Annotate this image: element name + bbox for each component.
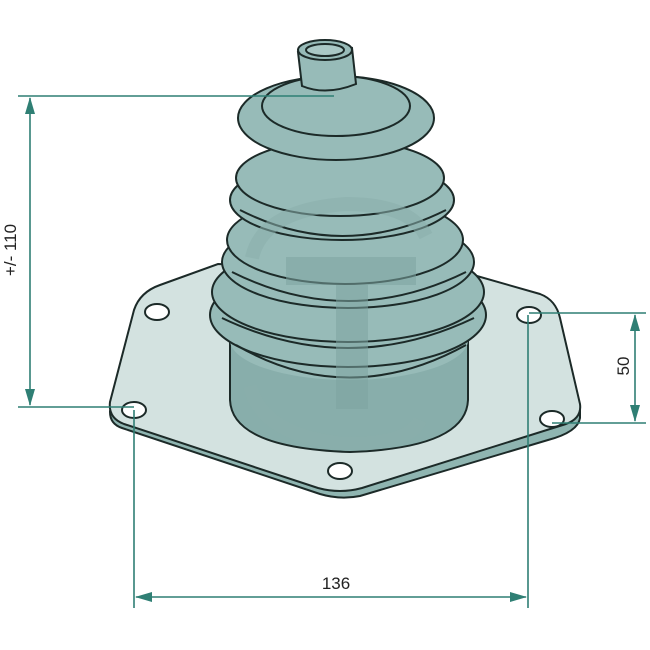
watermark-ring-arc (245, 196, 433, 260)
arrow-left-icon (135, 592, 152, 602)
watermark-t-bar (286, 257, 416, 285)
bellows-neck-opening (305, 43, 345, 57)
watermark: T (243, 196, 433, 452)
dimension-hole-spacing-horizontal: 136 (133, 315, 529, 608)
bolt-hole-bottom-right (539, 410, 565, 428)
dimension-height: +/- 110 (1, 95, 334, 408)
bolt-hole-bottom-center (327, 462, 353, 480)
watermark-ring-arc (243, 384, 427, 452)
arrow-up-icon (25, 97, 35, 114)
dimension-hole-spacing-vertical: 50 (529, 312, 646, 424)
bolt-hole-top-left (144, 303, 170, 321)
dimension-label-136: 136 (322, 574, 350, 593)
dimension-label-50: 50 (614, 357, 633, 376)
dimension-label-height: +/- 110 (1, 224, 20, 276)
arrow-down-icon (25, 389, 35, 406)
bolt-hole-top-right (516, 306, 542, 324)
arrow-right-icon (510, 592, 527, 602)
arrow-down-icon (630, 405, 640, 422)
watermark-t-stem (336, 285, 368, 409)
arrow-up-icon (630, 314, 640, 331)
